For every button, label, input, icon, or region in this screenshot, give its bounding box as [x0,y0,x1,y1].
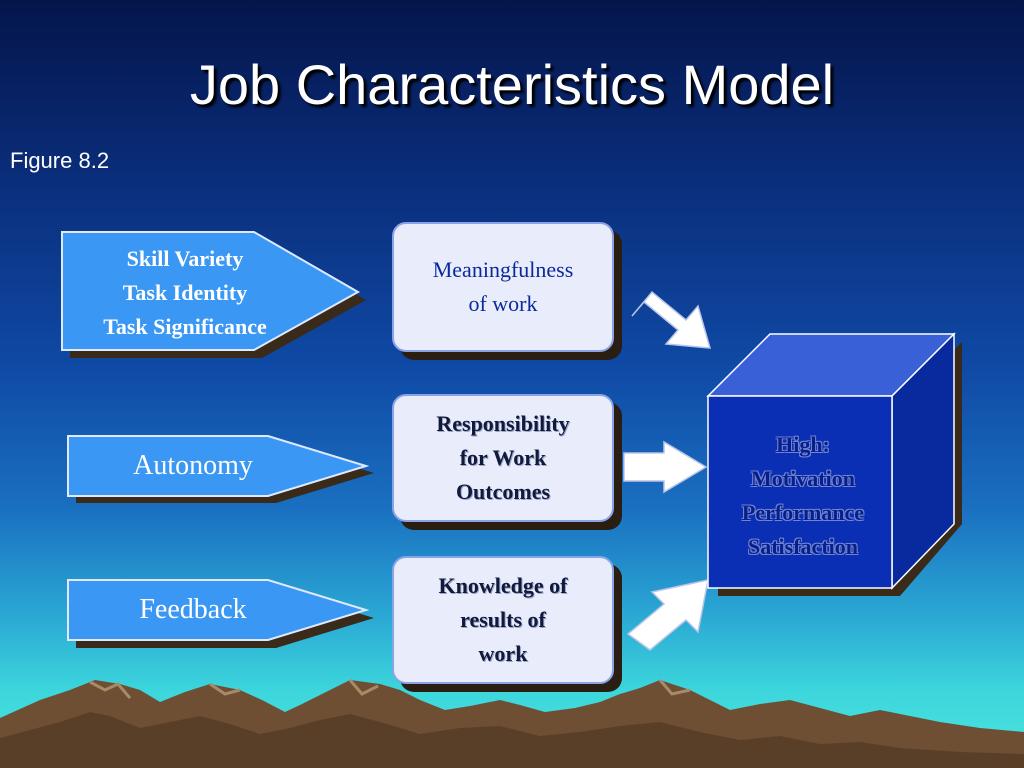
input-label-line: Autonomy [133,450,253,481]
input-shape-skill [61,231,361,351]
input-label-line: Task Identity [122,280,248,305]
slide-title: Job Characteristics Model [189,53,835,116]
state-box-meaningfulness: Meaningfulness of work [392,222,614,352]
state-label-line: for Work [459,445,547,470]
arrow-meaningfulness-to-outcome [631,290,712,349]
state-label-line: Meaningfulness [432,257,574,282]
input-label-skill: Skill Variety Task Identity Task Signifi… [62,242,308,344]
input-shape-autonomy [67,435,370,497]
input-label-feedback: Feedback [68,592,318,628]
input-label-line: Task Significance [103,314,267,339]
outcome-label-line: Satisfaction [748,534,858,559]
state-label-line: Knowledge of [438,573,568,598]
state-label-line: Responsibility [436,411,570,436]
state-label-line: of work [468,291,538,316]
figure-label: Figure 8.2 [10,148,110,173]
mountains-decoration [0,679,1024,768]
arrow-responsibility-to-outcome [623,440,708,494]
state-label-line: work [478,641,528,666]
outcome-label: High: Motivation Performance Satisfactio… [712,428,894,564]
arrow-knowledge-to-outcome [626,579,709,651]
block-arrows [623,290,712,651]
state-box-responsibility: Responsibility for Work Outcomes [392,394,614,522]
input-shape-feedback [67,579,370,641]
input-label-line: Skill Variety [126,246,244,271]
state-box-knowledge: Knowledge of results of work [392,556,614,684]
input-pentagons [61,231,370,641]
cube-front-face [707,395,893,589]
state-label-line: Outcomes [455,479,551,504]
outcome-label-line: High: [776,432,830,457]
outcome-cube [706,332,962,596]
state-label-line: results of [460,607,546,632]
input-label-autonomy: Autonomy [68,448,318,484]
input-label-line: Feedback [139,594,247,625]
outcome-label-line: Performance [741,500,865,525]
outcome-label-line: Motivation [751,466,855,491]
